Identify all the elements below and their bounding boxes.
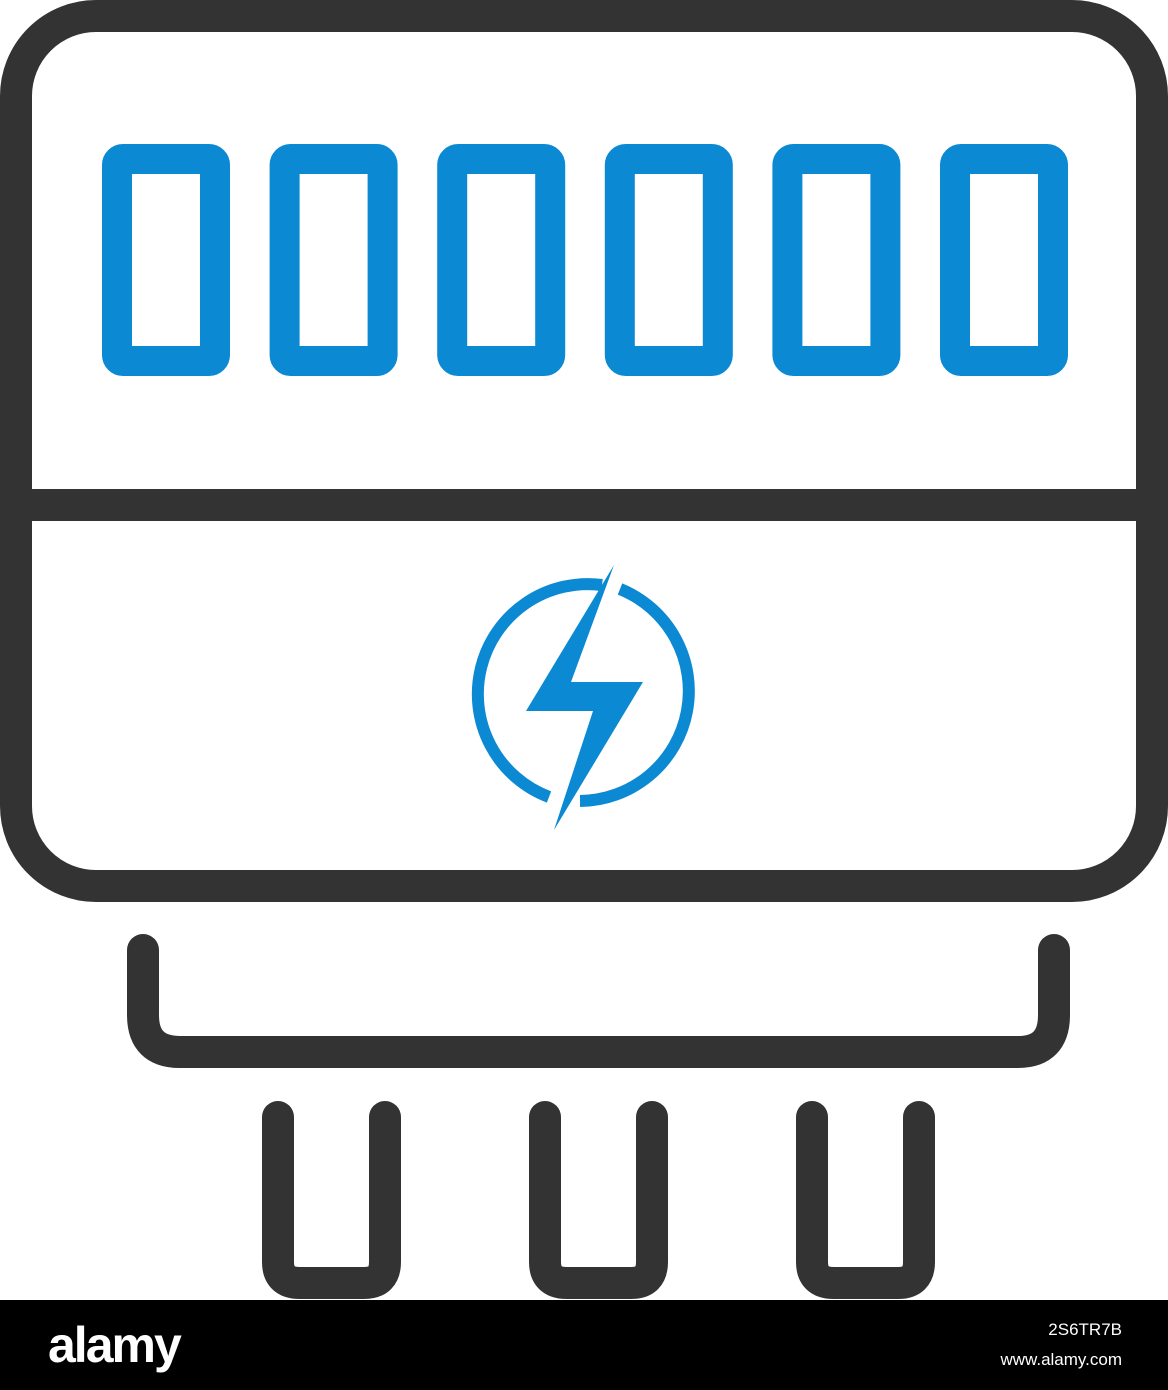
terminal-middle: [529, 1101, 668, 1299]
electric-meter-icon: [0, 0, 1168, 1299]
terminal-left: [262, 1101, 401, 1299]
digit-window: [940, 144, 1068, 376]
digit-window: [604, 144, 733, 376]
connector-bracket: [127, 934, 1070, 1068]
terminal-right: [796, 1101, 935, 1299]
image-id: 2S6TR7B: [1048, 1320, 1122, 1339]
lightning-bolt: [526, 565, 643, 830]
power-ring: [579, 583, 695, 807]
digit-display: [102, 144, 1068, 376]
digit-window: [269, 144, 398, 376]
power-ring: [471, 578, 603, 803]
digit-window: [102, 144, 230, 376]
lightning-bolt-icon: [471, 565, 695, 830]
footer-bar: alamy 2S6TR7B www.alamy.com: [0, 1300, 1168, 1390]
alamy-logo: alamy: [48, 1317, 182, 1373]
site-url: www.alamy.com: [1000, 1350, 1122, 1369]
digit-window: [437, 144, 566, 376]
digit-window: [772, 144, 901, 376]
